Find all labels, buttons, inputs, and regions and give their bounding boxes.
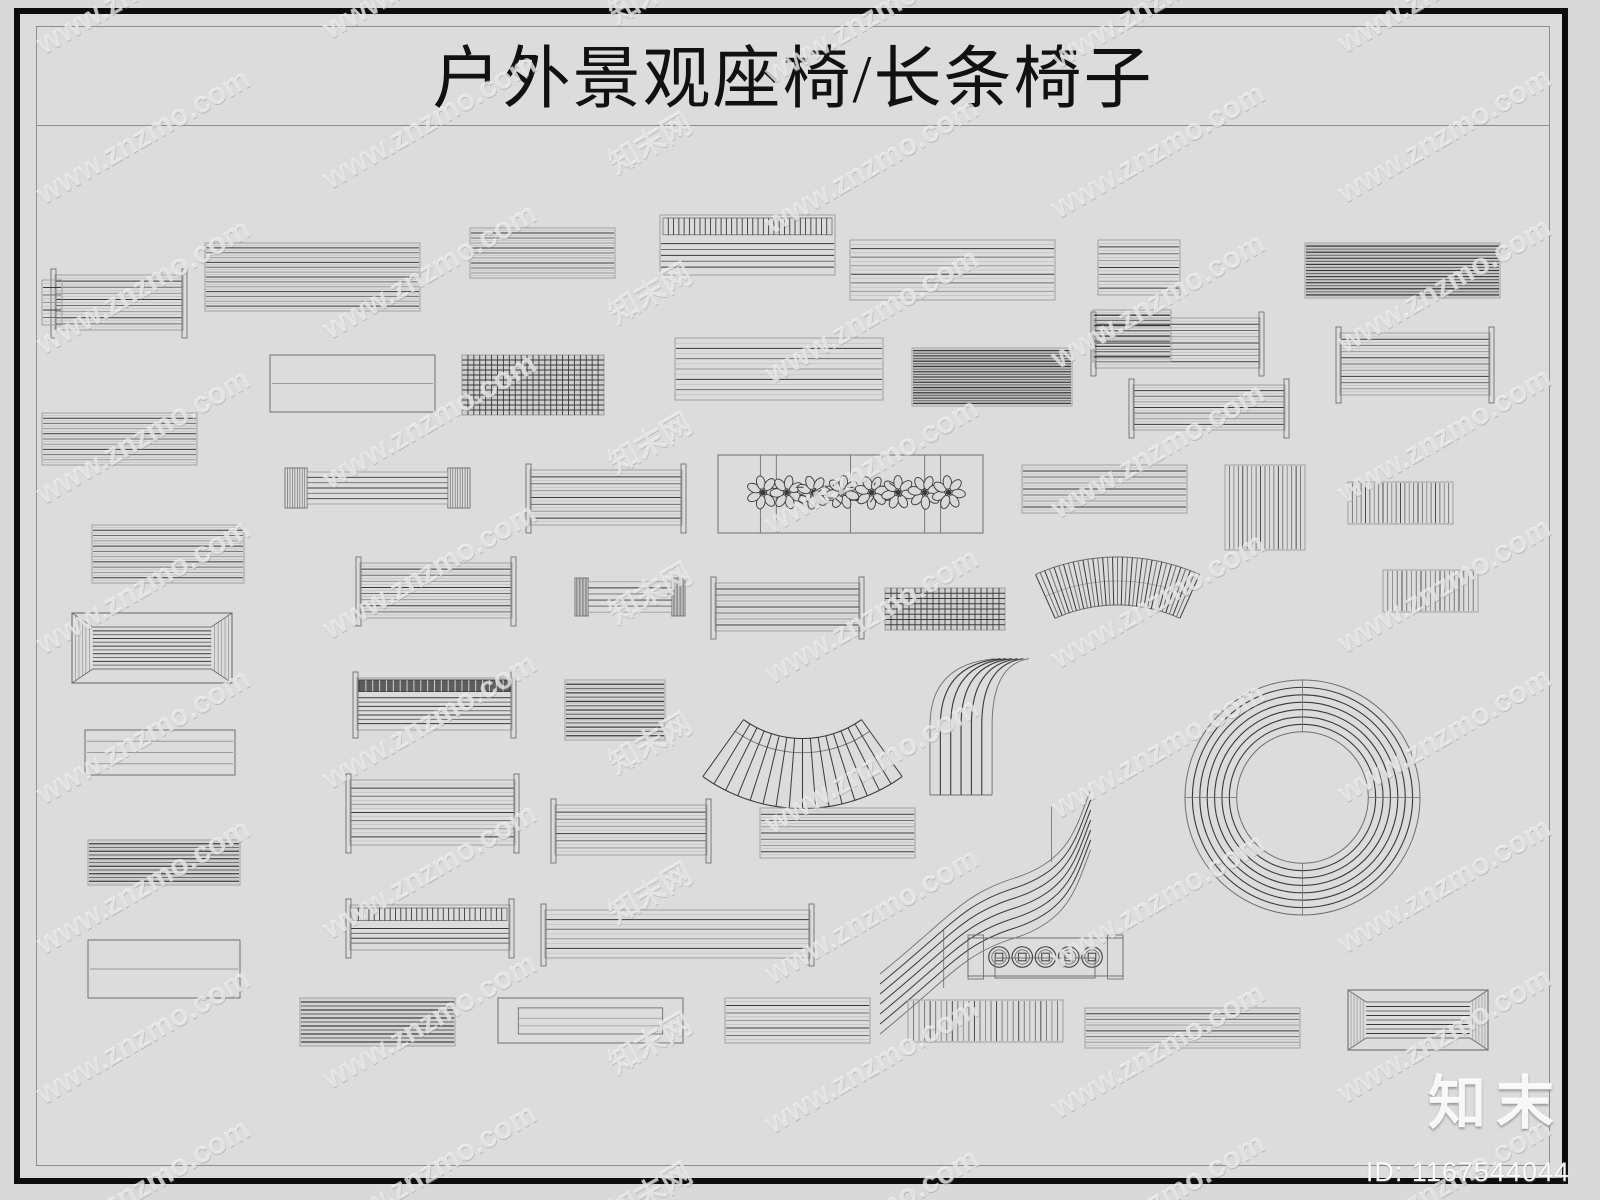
cad-block-slat-bench-with-rail [1127,377,1291,438]
cad-block-drum-end-bench [569,570,691,624]
cad-block-wide-plank-bench [719,990,876,1051]
cad-block-floral-planter-bench [712,447,989,541]
cad-block-compact-slat-bench [1092,232,1186,303]
document-id: ID: 1167544044 [1366,1157,1570,1188]
cad-block-slat-bench-arm [709,575,866,639]
cad-block-grid-deck-bench [879,580,1011,638]
brand-logo: 知末 [1428,1056,1564,1140]
cad-block-blank-panel-bench [82,932,246,1006]
cad-block-vertical-slat-panel [1219,457,1311,558]
cad-block-micro-detail-bench [989,950,1101,986]
cad-block-plain-panel-bench [79,722,241,783]
cad-block-fine-slat-bench [294,990,461,1054]
cad-block-vertical-slat-bench-small [1377,562,1484,620]
cad-block-tube-frame-bench [279,460,476,516]
cad-block-bench-with-end-plates [669,330,889,408]
cad-block-mesh-seat-bench [456,347,610,423]
cad-block-wide-plain-bench [464,220,621,286]
cad-block-fine-line-bench [906,340,1078,414]
cad-block-slat-bench-posts [344,772,521,853]
cad-block-tall-narrow-bench [1087,302,1177,370]
cad-block-slatted-bench-with-legs [49,267,189,338]
cad-block-arch-back-bench [524,462,688,533]
cad-block-L-curve-bench [924,642,1071,803]
cad-block-framed-slat-bench [36,405,203,473]
cad-block-long-slat-bench [199,235,426,319]
cad-block-slim-rail-bench [36,272,68,333]
cad-block-arched-top-bench [1334,325,1496,403]
cad-block-dark-slat-bench [82,832,246,893]
cad-block-dense-slat-bench [1299,235,1506,306]
cad-block-long-deck-bench [1016,457,1193,521]
cad-block-trapezoid-frame-bench [66,605,238,691]
cad-block-vertical-picket-bench [902,992,1069,1050]
cad-block-corner-frame-bench [1342,982,1494,1058]
cad-block-rounded-arm-bench [264,347,441,420]
cad-block-studded-back-bench [351,670,518,738]
cad-block-backrest-slat-bench [549,797,713,863]
cad-block-ring-bench [1179,672,1426,923]
cad-block-long-plank-bench [539,902,816,966]
cad-block-perforated-back-bench [654,207,841,283]
cad-block-slim-slat-bench [354,555,518,626]
cad-block-long-deck-plank-bench [1079,1000,1306,1056]
cad-block-curved-slat-bench [1029,552,1206,628]
cad-block-short-dense-bench [559,672,671,748]
cad-block-fan-arc-bench [724,692,881,778]
cad-block-heavy-slat-bench [86,517,250,591]
cad-block-perforated-rail-bench [344,897,516,958]
cad-block-vertical-slat-bench-wide [1342,474,1459,532]
cad-block-wide-slat-bench [844,232,1061,308]
cad-block-recessed-panel-bench [492,990,689,1051]
